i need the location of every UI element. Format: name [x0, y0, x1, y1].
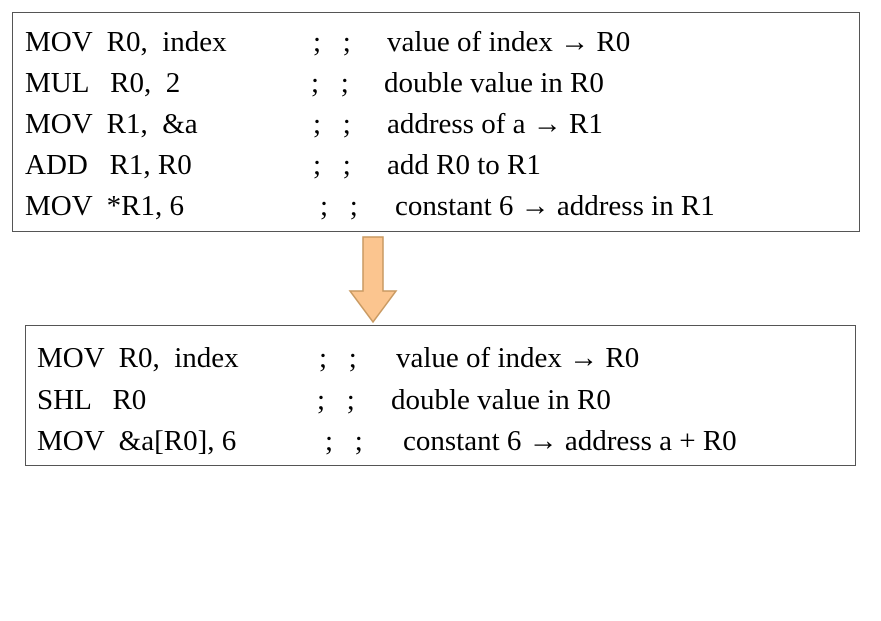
- instruction: SHL R0: [37, 384, 147, 416]
- comment-separator: ; ;: [313, 108, 351, 140]
- down-arrow-icon: [348, 236, 398, 324]
- instruction: MOV R1, &a: [25, 108, 198, 140]
- code-line: MOV &a[R0], 6 ; ; constant 6 → address a…: [26, 421, 737, 461]
- optimized-code-box: MOV R0, index ; ; value of index → R0 SH…: [25, 325, 856, 466]
- code-line: MOV R1, &a ; ; address of a → R1: [13, 104, 603, 144]
- instruction: MOV *R1, 6: [25, 190, 184, 222]
- comment-separator: ; ;: [325, 425, 363, 457]
- comment: add R0 to R1: [387, 149, 541, 181]
- code-line: MOV R0, index ; ; value of index → R0: [26, 338, 639, 378]
- comment: double value in R0: [384, 67, 604, 99]
- code-line: MUL R0, 2 ; ; double value in R0: [13, 63, 604, 103]
- instruction: ADD R1, R0: [25, 149, 192, 181]
- instruction: MUL R0, 2: [25, 67, 181, 99]
- comment-separator: ; ;: [317, 384, 355, 416]
- arrow-shape: [348, 236, 398, 324]
- instruction: MOV &a[R0], 6: [37, 425, 237, 457]
- comment-separator: ; ;: [313, 149, 351, 181]
- comment: value of index → R0: [387, 26, 631, 58]
- comment-separator: ; ;: [320, 190, 358, 222]
- code-line: SHL R0 ; ; double value in R0: [26, 380, 611, 420]
- code-line: MOV R0, index ; ; value of index → R0: [13, 22, 630, 62]
- comment-separator: ; ;: [313, 26, 351, 58]
- comment: constant 6 → address in R1: [395, 190, 715, 222]
- code-line: ADD R1, R0 ; ; add R0 to R1: [13, 145, 541, 185]
- comment: address of a → R1: [387, 108, 603, 140]
- comment-separator: ; ;: [311, 67, 349, 99]
- comment: constant 6 → address a + R0: [403, 425, 737, 457]
- comment-separator: ; ;: [319, 342, 357, 374]
- instruction: MOV R0, index: [37, 342, 239, 374]
- original-code-box: MOV R0, index ; ; value of index → R0 MU…: [12, 12, 860, 232]
- comment: double value in R0: [391, 384, 611, 416]
- code-line: MOV *R1, 6 ; ; constant 6 → address in R…: [13, 186, 715, 226]
- comment: value of index → R0: [396, 342, 640, 374]
- instruction: MOV R0, index: [25, 26, 227, 58]
